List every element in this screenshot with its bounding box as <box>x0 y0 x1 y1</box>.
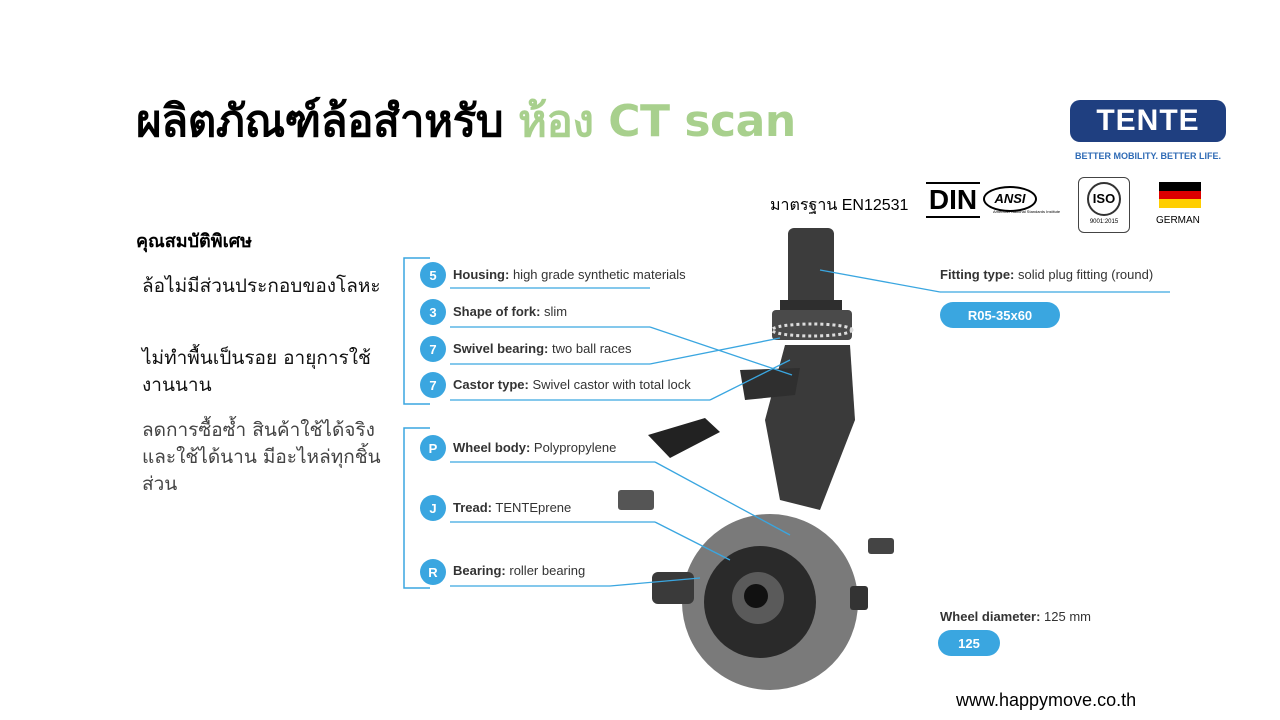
page-title: ผลิตภัณฑ์ล้อสำหรับ ห้อง CT scan <box>136 86 796 156</box>
callout-key: Housing: <box>453 267 509 282</box>
callout-value: roller bearing <box>509 563 585 578</box>
callout-key: Wheel body: <box>453 440 530 455</box>
callout-tread: Tread: TENTEprene <box>453 500 571 515</box>
callout-key: Bearing: <box>453 563 506 578</box>
title-accent: ห้อง CT scan <box>518 96 796 147</box>
callout-value: Swivel castor with total lock <box>532 377 691 392</box>
fitting-value: solid plug fitting (round) <box>1018 267 1153 282</box>
fitting-type: Fitting type: solid plug fitting (round) <box>940 267 1153 282</box>
callout-value: slim <box>544 304 567 319</box>
din-logo: DIN <box>926 182 980 218</box>
badge-text: 7 <box>429 378 436 393</box>
callout-value: high grade synthetic materials <box>513 267 686 282</box>
badge-text: 7 <box>429 342 436 357</box>
flag-label: GERMAN <box>1156 215 1200 226</box>
website-link[interactable]: www.happymove.co.th <box>956 690 1137 710</box>
tente-logo-text: TENTE <box>1096 104 1200 137</box>
castor-diagram: 5 3 7 7 P J R Housing: high grade synthe… <box>403 228 1170 690</box>
badge-text: 5 <box>429 268 436 283</box>
wheel-value: 125 mm <box>1044 609 1091 624</box>
callout-key: Shape of fork: <box>453 304 540 319</box>
iso-logo: ISO 9001:2015 <box>1078 177 1130 233</box>
tente-logo: TENTE <box>1070 100 1226 142</box>
callout-fork: Shape of fork: slim <box>453 304 567 319</box>
callout-value: two ball races <box>552 341 632 356</box>
callout-wheel-body: Wheel body: Polypropylene <box>453 440 616 455</box>
ansi-logo-subtext: American National Standards Institute <box>993 209 1061 214</box>
tente-tagline: BETTER MOBILITY. BETTER LIFE. <box>1075 151 1221 161</box>
germany-flag-icon <box>1159 182 1201 208</box>
callout-value: TENTEprene <box>495 500 571 515</box>
features-heading: คุณสมบัติพิเศษ <box>136 231 253 252</box>
badge-text: P <box>429 441 438 456</box>
callout-key: Castor type: <box>453 377 529 392</box>
fitting-badge: R05-35x60 <box>968 308 1032 323</box>
feature-item: ล้อไม่มีส่วนประกอบของโลหะ <box>142 275 381 297</box>
callout-swivel-bearing: Swivel bearing: two ball races <box>453 341 632 356</box>
fitting-key: Fitting type: <box>940 267 1014 282</box>
iso-logo-text: ISO <box>1087 182 1121 216</box>
iso-year: 9001:2015 <box>1089 219 1119 225</box>
castor-illustration <box>618 228 894 690</box>
wheel-diameter: Wheel diameter: 125 mm <box>940 609 1091 624</box>
feature-item: ลดการซื้อซ้ำ สินค้าใช้ได้จริงและใช้ได้นา… <box>142 419 381 495</box>
callout-housing: Housing: high grade synthetic materials <box>453 267 686 282</box>
callout-bearing: Bearing: roller bearing <box>453 563 585 578</box>
wheel-key: Wheel diameter: <box>940 609 1040 624</box>
callout-value: Polypropylene <box>534 440 616 455</box>
callout-key: Swivel bearing: <box>453 341 548 356</box>
ansi-logo-text: ANSI <box>983 186 1037 212</box>
feature-item: ไม่ทำพื้นเป็นรอย อายุการใช้งานนาน <box>142 347 371 396</box>
callout-castor-type: Castor type: Swivel castor with total lo… <box>453 377 691 392</box>
badge-text: J <box>429 501 436 516</box>
badge-text: 3 <box>429 305 436 320</box>
title-main: ผลิตภัณฑ์ล้อสำหรับ <box>136 96 504 147</box>
standard-label: มาตรฐาน EN12531 <box>770 197 909 214</box>
badge-text: R <box>428 565 438 580</box>
wheel-badge: 125 <box>958 636 980 651</box>
callout-key: Tread: <box>453 500 492 515</box>
ansi-logo: ANSI American National Standards Institu… <box>983 184 1071 218</box>
